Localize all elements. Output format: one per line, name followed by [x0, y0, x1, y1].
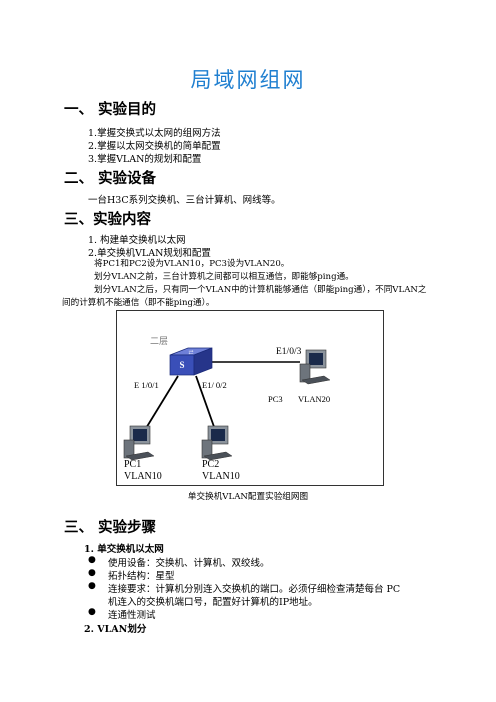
switch-label: 二层 — [150, 336, 168, 346]
step-bullet-text: 连接要求：计算机分别连入交换机的端口。必须仔细检查清楚每台 PC — [108, 584, 401, 595]
content-paragraph: 划分VLAN之前，三台计算机之间都可以相互通信，即能够ping通。 — [94, 272, 354, 282]
pc1-name: PC1 — [124, 459, 141, 470]
content-item: 2.单交换机VLAN规划和配置 — [88, 248, 211, 259]
step-subheading: 1. 单交换机以太网 — [84, 544, 164, 555]
objective-item: 1.掌握交换式以太网的组网方法 — [88, 128, 221, 139]
bullet-icon: ● — [88, 607, 96, 617]
bullet-icon: ● — [88, 555, 96, 565]
bullet-icon: ● — [88, 568, 96, 578]
port-label-pc2: E1/ 0/2 — [202, 380, 227, 390]
pc3-name: PC3 — [268, 394, 283, 404]
pc1-computer-icon — [123, 425, 155, 461]
section-heading-content: 三、实验内容 — [64, 212, 151, 228]
port-label-pc3: E1/0/3 — [276, 347, 302, 357]
step-bullet-text-cont: 机连入的交换机端口号，配置好计算机的IP地址。 — [108, 597, 318, 608]
bullet-icon: ● — [88, 581, 96, 591]
content-paragraph: 间的计算机不能通信（即不能ping通）。 — [62, 298, 215, 308]
content-item: 1. 构建单交换机以太网 — [88, 235, 186, 246]
pc2-vlan: VLAN10 — [202, 471, 240, 482]
step-bullet-text: 拓扑结构：星型 — [108, 571, 175, 582]
equipment-text: 一台H3C系列交换机、三台计算机、网线等。 — [88, 195, 281, 206]
pc2-name: PC2 — [202, 459, 219, 470]
pc2-computer-icon — [201, 425, 233, 461]
pc3-vlan: VLAN20 — [298, 394, 330, 404]
diagram-frame — [116, 310, 384, 486]
pc1-vlan: VLAN10 — [124, 471, 162, 482]
svg-text:⇄: ⇄ — [188, 350, 193, 356]
svg-text:S: S — [179, 360, 184, 370]
objective-item: 2.掌握以太网交换机的简单配置 — [88, 141, 221, 152]
pc3-computer-icon — [299, 349, 331, 385]
section-heading-equipment: 二、 实验设备 — [64, 171, 157, 187]
network-diagram: S ⇄ 二层 E1/0/3 E 1/0/1 E1/ 0/2 PC3 VLAN20… — [116, 310, 384, 486]
step-bullet-text: 连通性测试 — [108, 610, 156, 621]
diagram-caption: 单交换机VLAN配置实验组网图 — [187, 492, 309, 502]
section-heading-steps: 三、 实验步骤 — [64, 520, 157, 536]
objective-item: 3.掌握VLAN的规划和配置 — [88, 154, 202, 165]
content-paragraph: 划分VLAN之后，只有同一个VLAN中的计算机能够通信（即能ping通），不同V… — [94, 285, 427, 295]
content-paragraph: 将PC1和PC2设为VLAN10，PC3设为VLAN20。 — [94, 259, 290, 269]
section-heading-objectives: 一、 实验目的 — [64, 102, 157, 118]
page-title: 局域网组网 — [190, 68, 306, 92]
step-bullet-text: 使用设备：交换机、计算机、双绞线。 — [108, 558, 270, 569]
switch-icon: S ⇄ — [169, 347, 213, 376]
step-subheading: 2. VLAN划分 — [84, 624, 147, 635]
port-label-pc1: E 1/0/1 — [134, 380, 159, 390]
